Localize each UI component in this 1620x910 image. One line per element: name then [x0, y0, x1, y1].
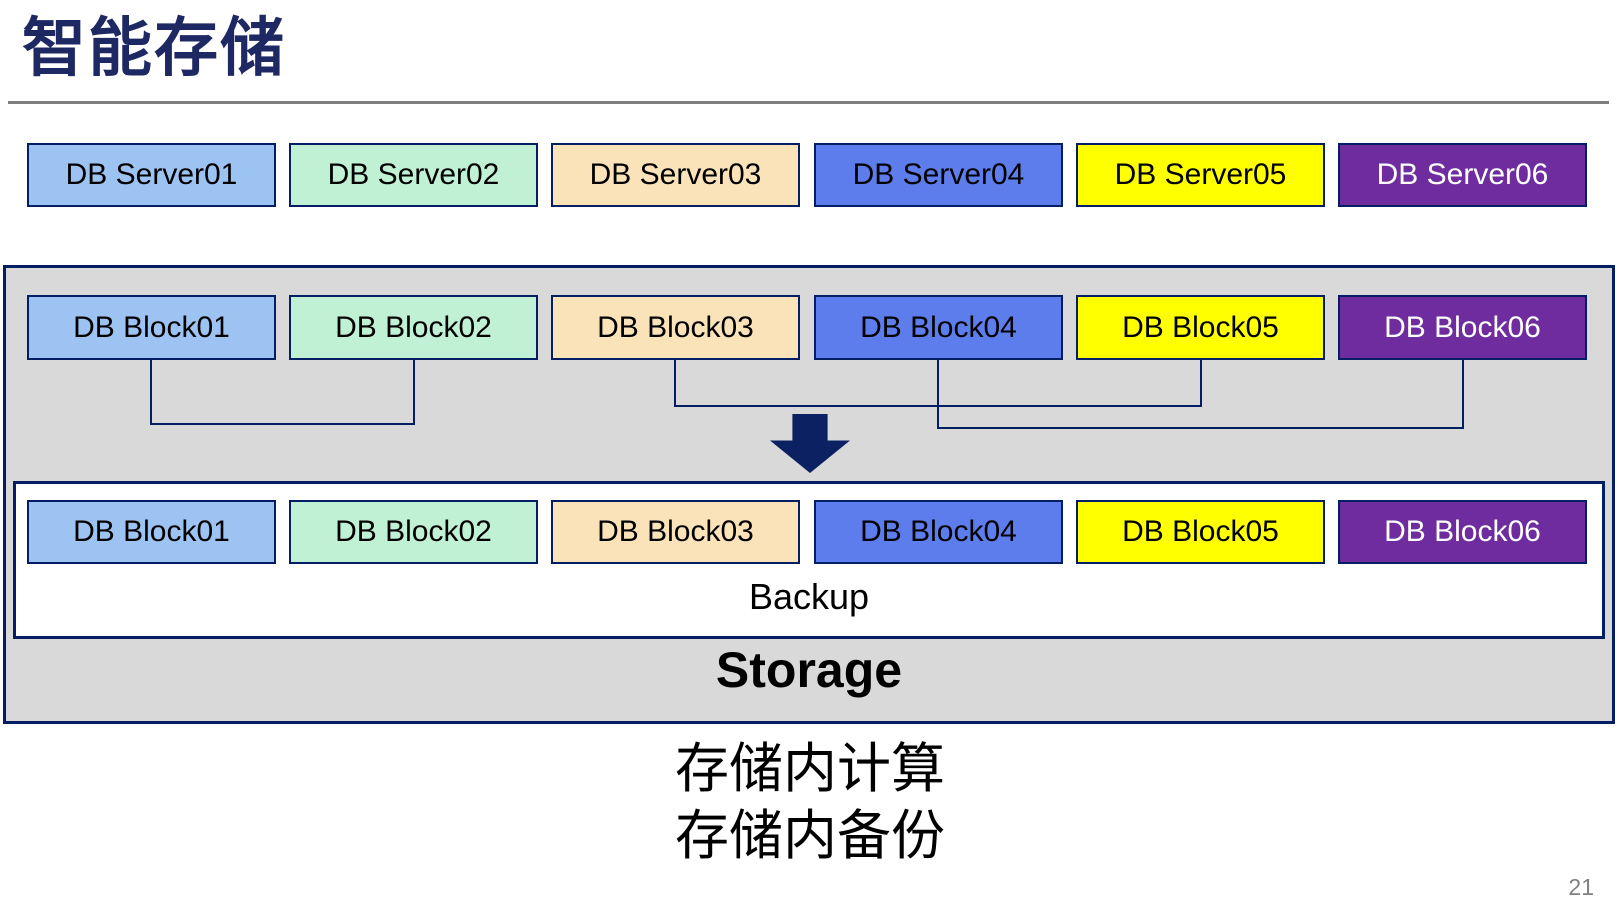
connector-block04-block06: [937, 360, 1464, 429]
db-server-04-box: DB Server04: [814, 143, 1063, 207]
caption-line-2: 存储内备份: [675, 806, 945, 866]
storage-label: Storage: [715, 642, 903, 698]
db-server-06-box: DB Server06: [1338, 143, 1587, 207]
db-block-top-05-box: DB Block05: [1076, 295, 1325, 360]
db-block-top-03-box: DB Block03: [551, 295, 800, 360]
page-number: 21: [1568, 874, 1594, 900]
db-block-backup-01-box: DB Block01: [27, 500, 276, 564]
captions: 存储内计算 存储内备份: [0, 736, 1620, 870]
db-block-backup-02-box: DB Block02: [289, 500, 538, 564]
page-title: 智能存储: [22, 12, 286, 84]
db-block-backup-05-box: DB Block05: [1076, 500, 1325, 564]
title-divider: [8, 101, 1609, 104]
db-block-backup-03-box: DB Block03: [551, 500, 800, 564]
backup-label: Backup: [748, 576, 870, 617]
db-server-row: DB Server01 DB Server02 DB Server03 DB S…: [0, 143, 1620, 207]
db-block-top-06-box: DB Block06: [1338, 295, 1587, 360]
connector-block01-block02: [150, 360, 415, 425]
db-block-top-02-box: DB Block02: [289, 295, 538, 360]
db-block-backup-04-box: DB Block04: [814, 500, 1063, 564]
db-block-row-backup: DB Block01 DB Block02 DB Block03 DB Bloc…: [0, 500, 1620, 564]
db-block-top-04-box: DB Block04: [814, 295, 1063, 360]
db-server-01-box: DB Server01: [27, 143, 276, 207]
db-server-02-box: DB Server02: [289, 143, 538, 207]
db-server-03-box: DB Server03: [551, 143, 800, 207]
db-block-top-01-box: DB Block01: [27, 295, 276, 360]
db-block-row-top: DB Block01 DB Block02 DB Block03 DB Bloc…: [0, 295, 1620, 360]
db-server-05-box: DB Server05: [1076, 143, 1325, 207]
db-block-backup-06-box: DB Block06: [1338, 500, 1587, 564]
caption-line-1: 存储内计算: [675, 739, 945, 799]
